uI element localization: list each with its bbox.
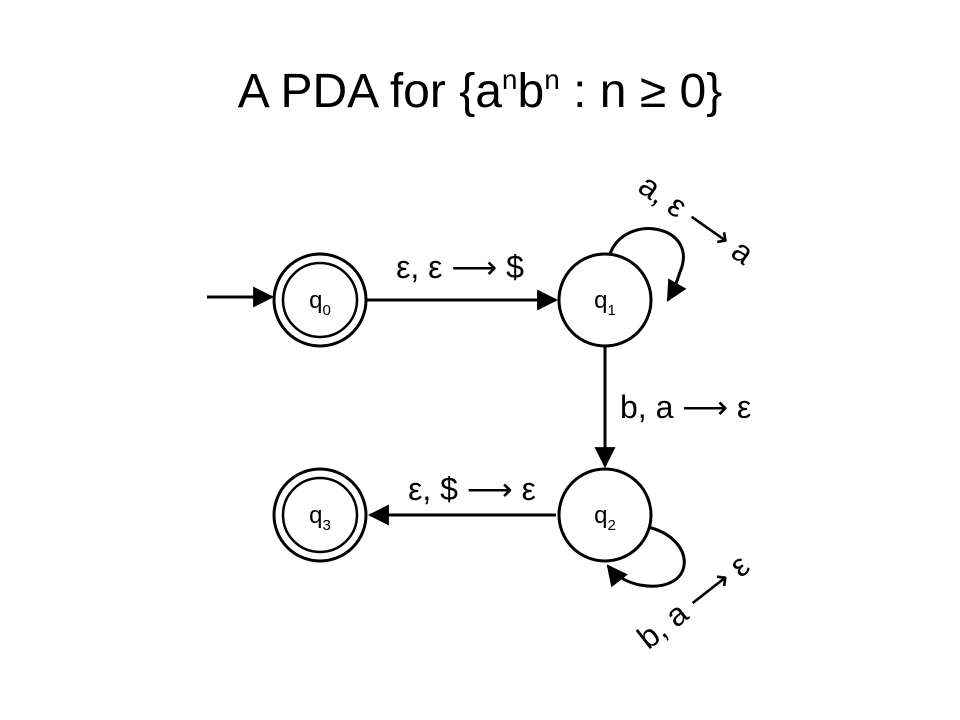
title-superscript: n	[501, 64, 518, 95]
state-q2: q2	[557, 467, 653, 563]
state-q0: q0	[272, 252, 368, 348]
title-part: A PDA for {a	[237, 65, 502, 118]
loop-q2	[606, 525, 686, 588]
loop-q1-label: a, ε ⟶ a	[632, 167, 760, 272]
loop-q2-label: b, a ⟶ ε	[630, 547, 756, 656]
state-q3: q3	[272, 467, 368, 563]
state-q1: q1	[557, 252, 653, 348]
edge-q0-q1-label: ε, ε ⟶ $	[396, 249, 524, 285]
title-part: : n ≥ 0}	[559, 65, 723, 118]
state-q3-label: q3	[309, 502, 331, 534]
title-superscript: n	[544, 64, 560, 95]
state-q0-label: q0	[309, 287, 331, 319]
title-part: b	[517, 65, 545, 118]
state-q2-label: q2	[594, 502, 616, 534]
edge-q2-q3-label: ε, $ ⟶ ε	[408, 471, 536, 507]
page-title: A PDA for {anbn : n ≥ 0}	[0, 60, 960, 130]
loop-q1	[608, 227, 687, 302]
edge-q1-q2-label: b, a ⟶ ε	[620, 389, 751, 425]
state-q1-label: q1	[594, 287, 616, 319]
